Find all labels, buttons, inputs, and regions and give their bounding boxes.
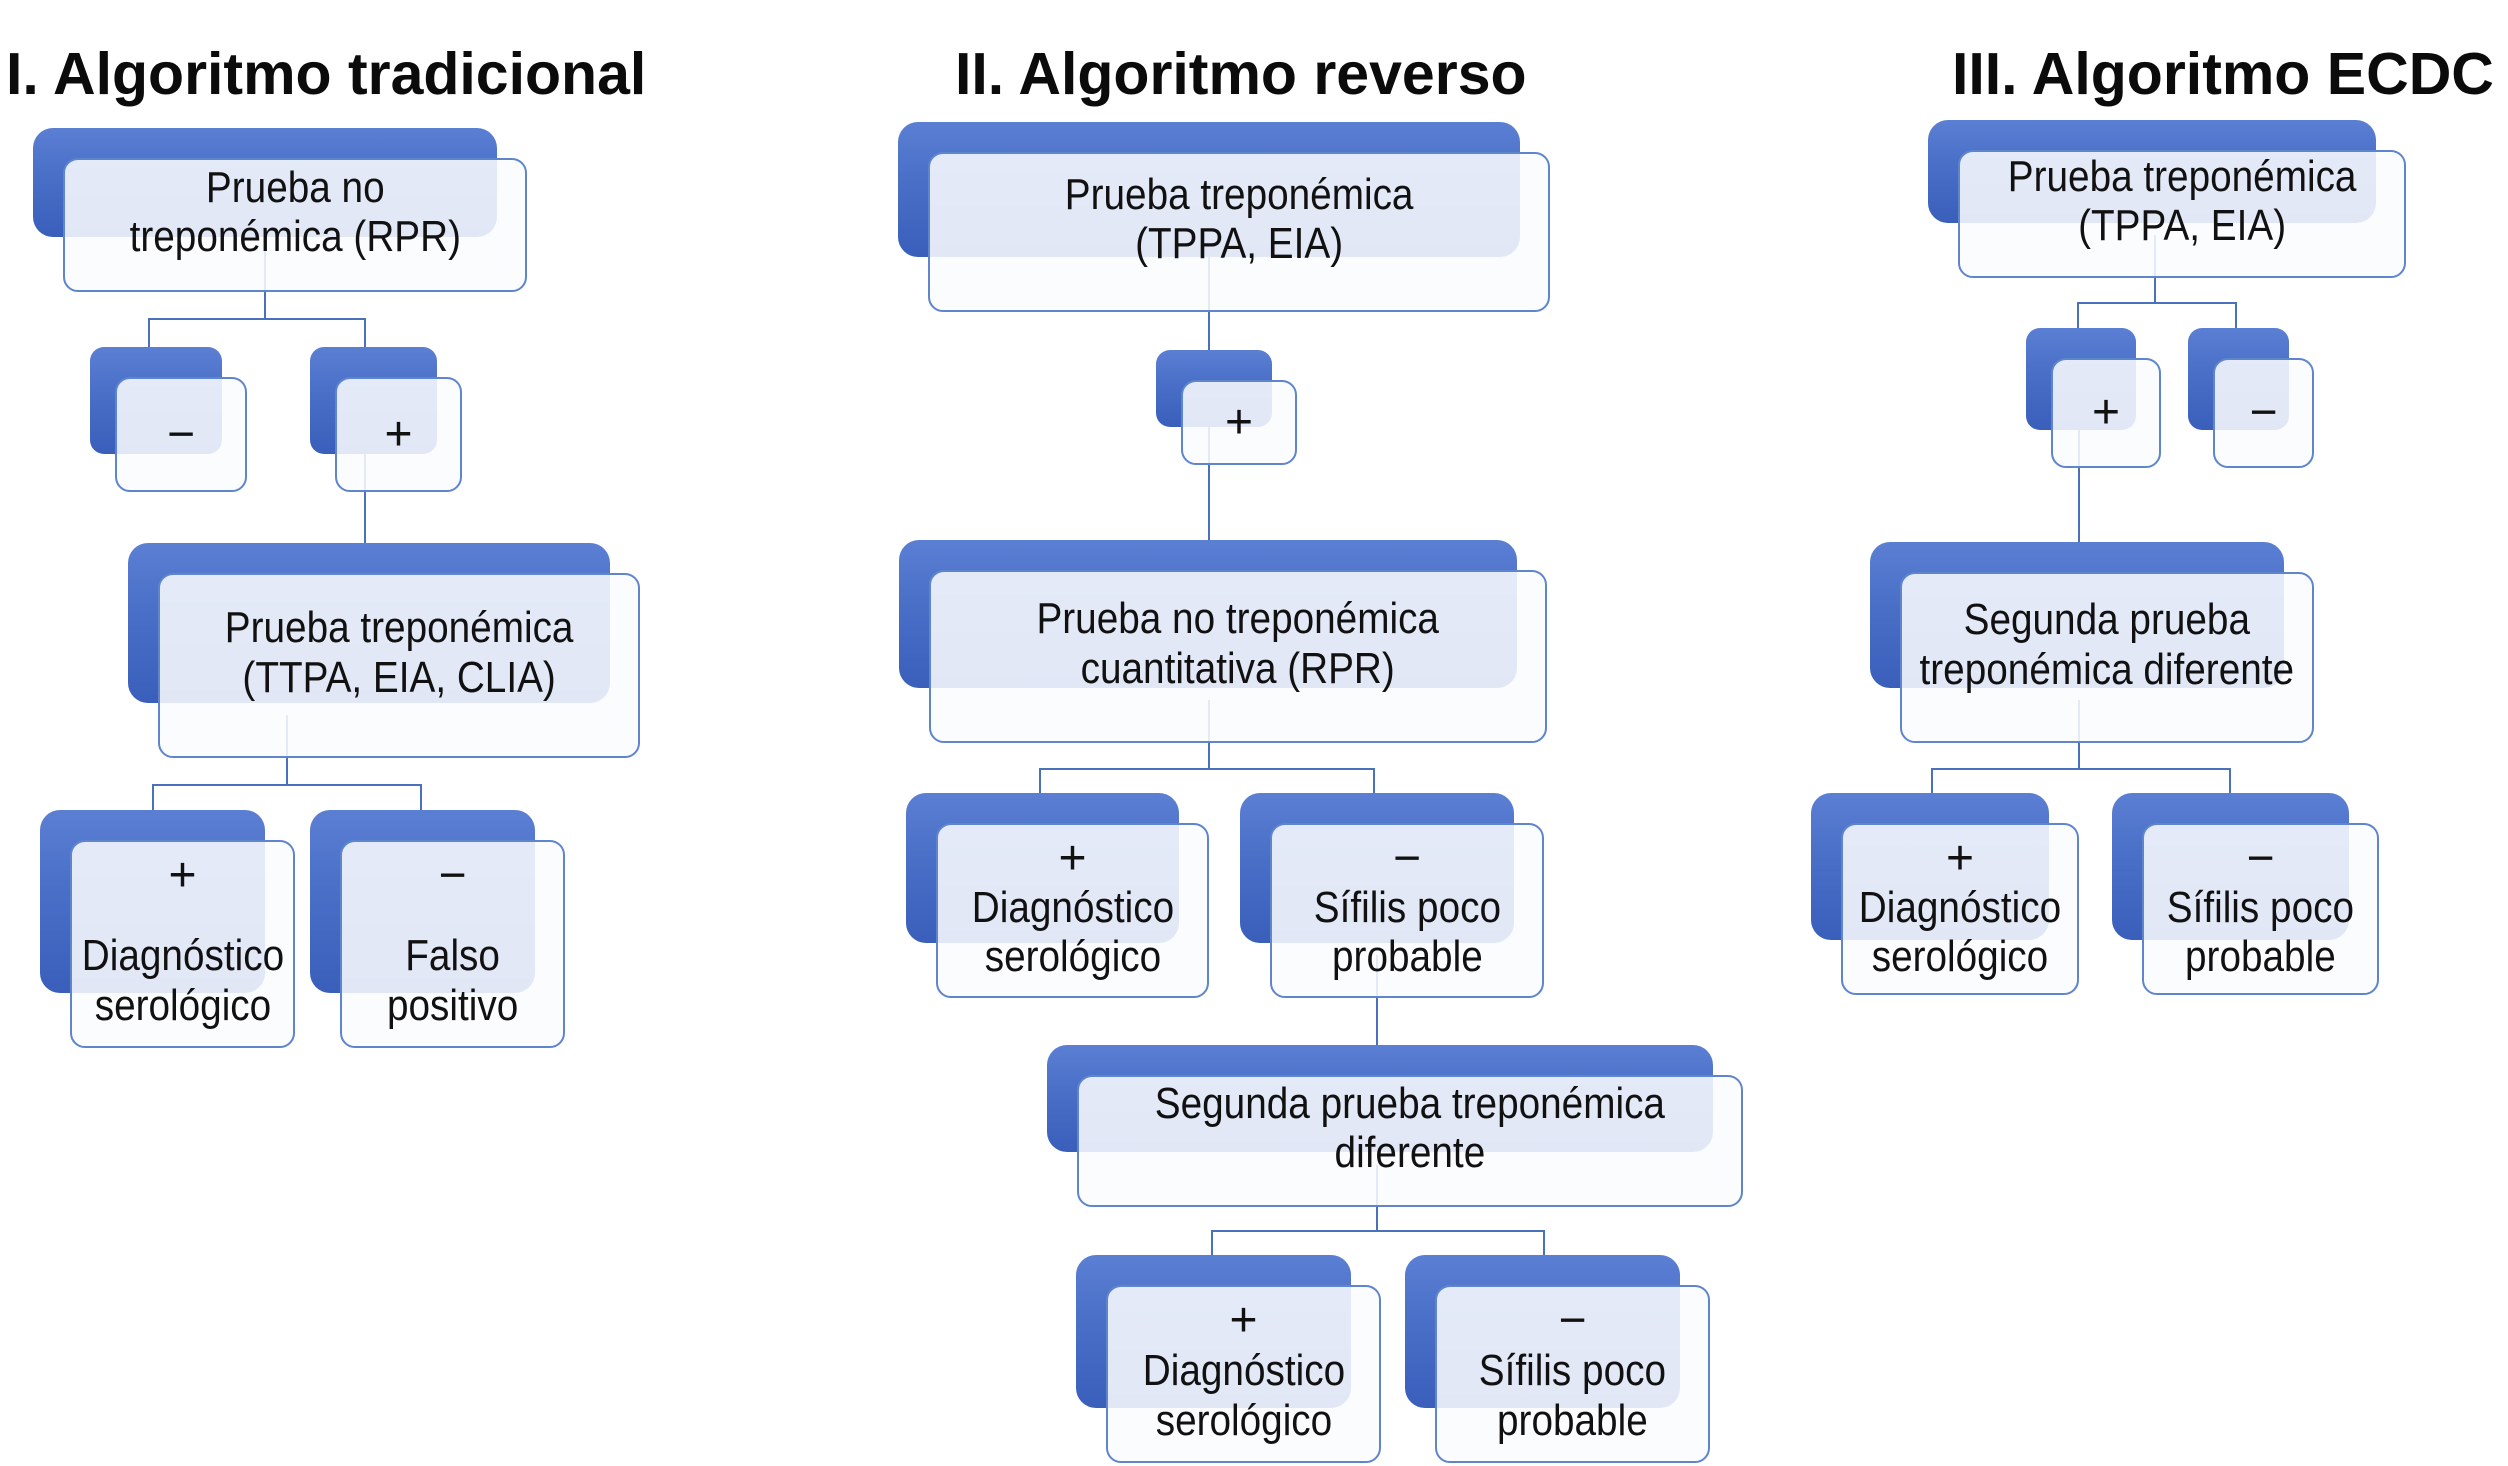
node-second-treponemal-test: Segunda prueba treponémica diferente (1870, 542, 2314, 743)
node-result-negative: − (2188, 328, 2314, 468)
node-label: Segunda prueba treponémica diferente (1154, 1078, 1666, 1177)
box-face: Prueba no treponémica cuantitativa (RPR) (929, 570, 1547, 743)
connector (1211, 1230, 1545, 1232)
connector (1211, 1230, 1213, 1263)
connector (1931, 768, 1933, 801)
connector (152, 784, 154, 818)
minus-sign: − (1392, 832, 1422, 885)
connector (152, 784, 422, 786)
node-label: Sífilis poco probable (1313, 883, 1501, 982)
box-face: − Sífilis poco probable (1270, 823, 1544, 998)
connector (1376, 955, 1378, 1052)
column-title-traditional: I. Algoritmo tradicional (6, 40, 647, 107)
connector (2077, 302, 2237, 304)
node-label: Diagnóstico serológico (1142, 1346, 1345, 1445)
node-label: Sífilis poco probable (1478, 1346, 1667, 1445)
box-face: Prueba treponémica (TPPA, EIA) (1958, 150, 2406, 278)
node-label: Prueba no treponémica cuantitativa (RPR) (1036, 594, 1440, 693)
node-serologic-diagnosis: + Diagnóstico serológico (1076, 1255, 1381, 1463)
connector (420, 784, 422, 818)
minus-sign: − (1558, 1294, 1587, 1347)
box-face: Segunda prueba treponémica diferente (1900, 572, 2314, 743)
node-syphilis-unlikely: − Sífilis poco probable (1240, 793, 1544, 998)
connector (1543, 1230, 1545, 1263)
node-label: Prueba no treponémica (RPR) (129, 162, 461, 261)
column-title-ecdc: III. Algoritmo ECDC (1952, 40, 2494, 107)
node-false-positive: − Falso positivo (310, 810, 565, 1048)
node-label: Segunda prueba treponémica diferente (1919, 595, 2295, 694)
node-label: Sífilis poco probable (2166, 883, 2355, 982)
box-face: + (1181, 380, 1297, 465)
node-result-positive: + (1156, 350, 1297, 465)
connector (2077, 302, 2079, 336)
node-nontreponemal-test: Prueba no treponémica (RPR) (33, 128, 527, 292)
minus-sign: − (2249, 386, 2278, 439)
connector (1373, 768, 1375, 801)
node-result-positive: + (310, 347, 462, 492)
node-treponemal-test: Prueba treponémica (TPPA, EIA) (1928, 120, 2406, 278)
box-face: + Diagnóstico serológico (936, 823, 1209, 998)
connector (148, 318, 366, 320)
minus-sign: − (438, 849, 467, 902)
node-syphilis-unlikely: − Sífilis poco probable (1405, 1255, 1710, 1463)
node-treponemal-test: Prueba treponémica (TPPA, EIA) (898, 122, 1550, 312)
box-face: Prueba treponémica (TTPA, EIA, CLIA) (158, 573, 640, 758)
box-face: Prueba treponémica (TPPA, EIA) (928, 152, 1550, 312)
node-label: Prueba treponémica (TTPA, EIA, CLIA) (224, 603, 574, 702)
node-label: Prueba treponémica (TPPA, EIA) (2007, 151, 2357, 250)
connector (1039, 768, 1375, 770)
box-face: Segunda prueba treponémica diferente (1077, 1075, 1743, 1207)
column-title-reverse: II. Algoritmo reverso (955, 40, 1527, 107)
box-face: + Diagnóstico serológico (1106, 1285, 1381, 1463)
box-face: + Diagnóstico serológico (70, 840, 295, 1048)
plus-sign: + (168, 849, 197, 902)
box-face: − Sífilis poco probable (2142, 823, 2379, 995)
node-treponemal-test: Prueba treponémica (TTPA, EIA, CLIA) (128, 543, 640, 758)
box-face: + (335, 377, 462, 492)
connector (148, 318, 150, 354)
connector (1931, 768, 2231, 770)
node-syphilis-unlikely: − Sífilis poco probable (2112, 793, 2379, 995)
box-face: + Diagnóstico serológico (1841, 823, 2079, 995)
node-result-positive: + (2026, 328, 2161, 468)
minus-sign: − (166, 407, 196, 461)
node-label: Diagnóstico serológico (81, 931, 284, 1030)
box-face: − (115, 377, 247, 492)
connector (2078, 395, 2080, 548)
node-serologic-diagnosis: + Diagnóstico serológico (1811, 793, 2079, 995)
connector (2235, 302, 2237, 336)
node-label: Falso positivo (386, 931, 519, 1030)
node-result-negative: − (90, 347, 247, 492)
box-face: − (2213, 358, 2314, 468)
node-serologic-diagnosis: + Diagnóstico serológico (906, 793, 1209, 998)
node-label: Diagnóstico serológico (971, 883, 1174, 982)
plus-sign: + (384, 407, 413, 461)
node-quantitative-nontreponemal-test: Prueba no treponémica cuantitativa (RPR) (899, 540, 1547, 743)
box-face: − Falso positivo (340, 840, 565, 1048)
node-label: Diagnóstico serológico (1858, 883, 2062, 982)
box-face: + (2051, 358, 2161, 468)
plus-sign: + (1058, 832, 1087, 885)
connector (2229, 768, 2231, 801)
plus-sign: + (1224, 395, 1254, 449)
plus-sign: + (1945, 832, 1975, 885)
plus-sign: + (1229, 1294, 1258, 1347)
plus-sign: + (2091, 386, 2121, 439)
node-label: Prueba treponémica (TPPA, EIA) (1064, 169, 1414, 268)
connector (1039, 768, 1041, 801)
node-serologic-diagnosis: + Diagnóstico serológico (40, 810, 295, 1048)
box-face: − Sífilis poco probable (1435, 1285, 1710, 1463)
connector (364, 318, 366, 354)
minus-sign: − (2246, 832, 2275, 885)
box-face: Prueba no treponémica (RPR) (63, 158, 527, 292)
node-second-treponemal-test: Segunda prueba treponémica diferente (1047, 1045, 1743, 1207)
